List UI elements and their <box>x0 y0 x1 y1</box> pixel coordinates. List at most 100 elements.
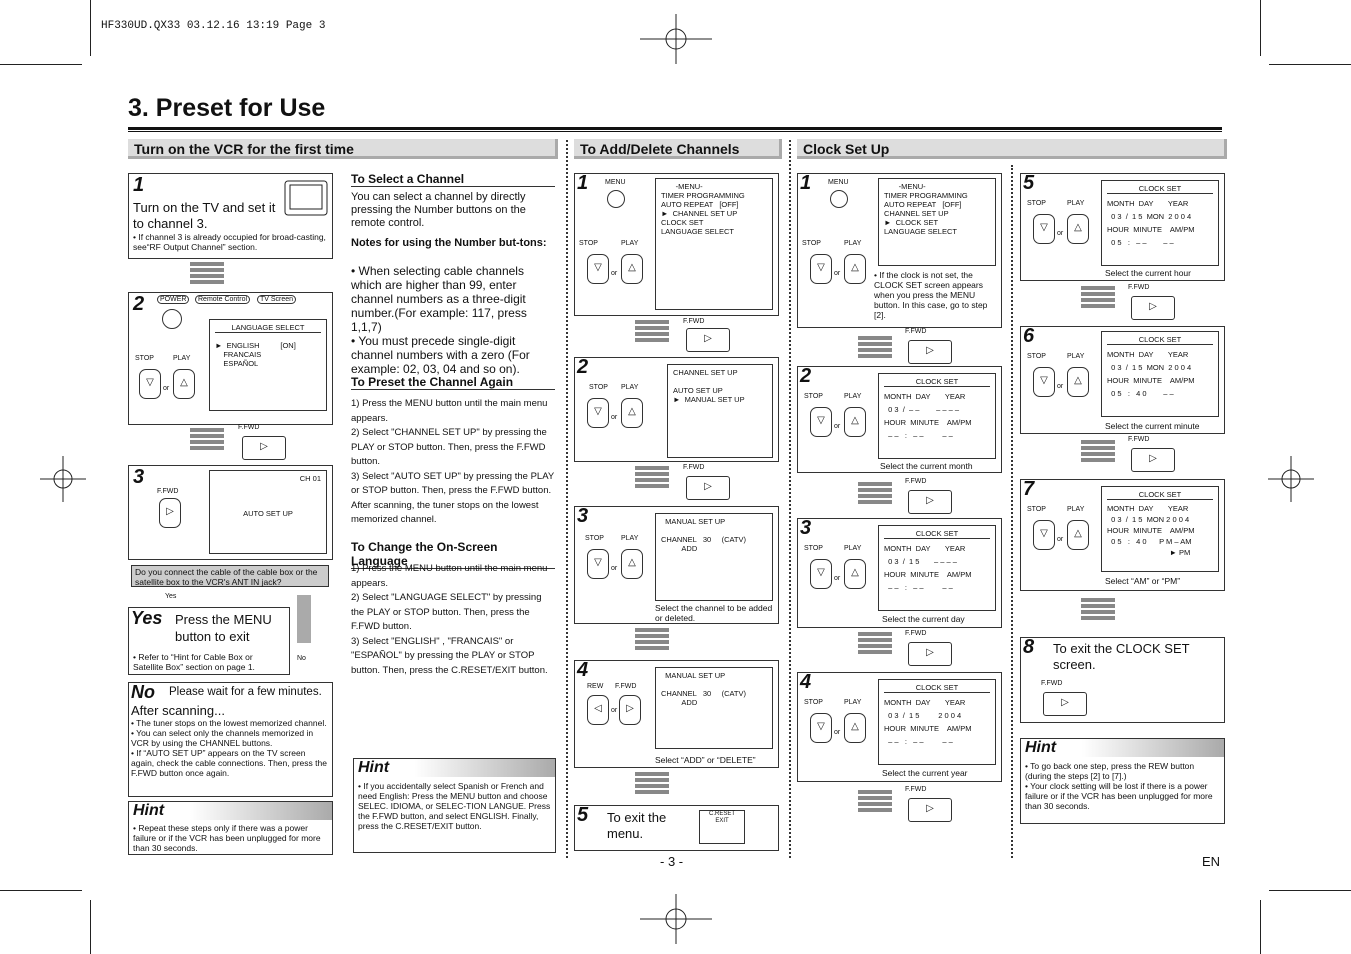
stop-button[interactable]: ▽ <box>587 254 609 284</box>
ffwd-button[interactable]: ▷ <box>686 328 730 352</box>
tv-icon <box>284 180 328 216</box>
step-number: 3 <box>577 505 589 527</box>
language-code: EN <box>1202 854 1221 869</box>
clock-values: MONTH DAY YEAR 0 3 / – – – – – – HOUR MI… <box>884 392 972 440</box>
play-label: PLAY <box>621 535 639 542</box>
stop-button[interactable]: ▽ <box>810 407 832 437</box>
stop-button[interactable]: ▽ <box>139 369 161 399</box>
or-label: or <box>1057 536 1064 543</box>
ffwd-button[interactable]: ▷ <box>686 476 730 500</box>
language-step: 2) Select "LANGUAGE SELECT" by pressing … <box>351 592 542 632</box>
ffwd-label: F.FWD <box>683 464 705 471</box>
hint-panel-language: Hint • If you accidentally select Spanis… <box>353 758 556 853</box>
clock-values: MONTH DAY YEAR 0 3 / 1 5 2 0 0 4 HOUR MI… <box>884 698 972 746</box>
ffwd-button[interactable]: ▷ <box>159 498 181 528</box>
yes-panel: Yes Press the MENU button to exit • Refe… <box>128 607 290 675</box>
screen-title: CLOCK SET <box>1107 335 1213 345</box>
stop-button[interactable]: ▽ <box>1033 520 1055 550</box>
step-text: To exit the CLOCK SET screen. <box>1053 641 1190 672</box>
add-step-3-panel: 3 STOP PLAY ▽ or △ MANUAL SET UP CHANNEL… <box>574 505 779 624</box>
no-panel: No Please wait for a few minutes. After … <box>128 682 333 797</box>
stop-button[interactable]: ▽ <box>810 713 832 743</box>
rew-button[interactable]: ◁ <box>587 695 609 725</box>
screen-text: AUTO SET UP <box>243 509 293 518</box>
play-button[interactable]: △ <box>1067 214 1089 244</box>
heading-change-language: To Change the On-Screen Language <box>351 540 555 569</box>
stop-label: STOP <box>589 384 608 391</box>
stop-button[interactable]: ▽ <box>1033 367 1055 397</box>
ffwd-button[interactable]: ▷ <box>1043 692 1087 716</box>
stop-label: STOP <box>1027 200 1046 207</box>
play-button[interactable]: △ <box>621 254 643 284</box>
or-label: or <box>611 565 618 572</box>
ffwd-button[interactable]: ▷ <box>908 642 952 666</box>
step-caption: Select “AM” or “PM” <box>1105 576 1181 586</box>
step-caption: Select the current hour <box>1105 268 1191 278</box>
section-heading-turn-on: Turn on the VCR for the first time <box>128 139 558 159</box>
play-button[interactable]: △ <box>844 254 866 284</box>
ffwd-button[interactable]: ▷ <box>908 340 952 364</box>
add-step-5-panel: 5 To exit the menu. C.RESET EXIT <box>574 804 779 851</box>
tv-screen-label: TV Screen <box>257 295 297 304</box>
ffwd-button[interactable]: ▷ <box>1131 448 1175 472</box>
stop-button[interactable]: ▽ <box>810 254 832 284</box>
stop-button[interactable]: ▽ <box>587 549 609 579</box>
section-heading-clock: Clock Set Up <box>797 139 1227 159</box>
hint-heading: Hint <box>354 759 555 777</box>
ffwd-button[interactable]: ▷ <box>619 695 641 725</box>
clock-values: MONTH DAY YEAR 0 3 / 1 5 MON 2 0 0 4 HOU… <box>1107 504 1195 557</box>
stop-button[interactable]: ▽ <box>587 398 609 428</box>
or-label: or <box>163 385 170 392</box>
screen-menu: ► ENGLISH [ON] FRANCAIS ESPAÑOL <box>215 341 296 368</box>
stop-label: STOP <box>804 545 823 552</box>
add-step-2-panel: 2 STOP PLAY ▽ or △ CHANNEL SET UP AUTO S… <box>574 356 779 462</box>
screen-title: CLOCK SET <box>884 683 990 693</box>
ffwd-button[interactable]: ▷ <box>242 436 286 460</box>
clock-set-screen: CLOCK SET MONTH DAY YEAR 0 3 / 1 5 2 0 0 … <box>878 679 996 765</box>
play-button[interactable]: △ <box>1067 520 1089 550</box>
preset-step: 1) Press the MENU button until the main … <box>351 398 548 424</box>
note-item: • If “AUTO SET UP” appears on the TV scr… <box>131 748 327 778</box>
stop-label: STOP <box>579 240 598 247</box>
creset-exit-button[interactable]: C.RESET EXIT <box>699 810 745 844</box>
or-label: or <box>611 707 618 714</box>
ffwd-button[interactable]: ▷ <box>908 798 952 822</box>
menu-button[interactable] <box>607 190 625 208</box>
screen-title: LANGUAGE SELECT <box>215 323 321 333</box>
down-arrow-icon <box>858 336 892 360</box>
clock-values: MONTH DAY YEAR 0 3 / 1 5 – – – – HOUR MI… <box>884 544 972 592</box>
play-button[interactable]: △ <box>621 398 643 428</box>
play-button[interactable]: △ <box>621 549 643 579</box>
play-button[interactable]: △ <box>1067 367 1089 397</box>
play-button[interactable]: △ <box>844 713 866 743</box>
ffwd-label: F.FWD <box>905 786 927 793</box>
stop-button[interactable]: ▽ <box>1033 214 1055 244</box>
step-caption: Select the channel to be added or delete… <box>655 603 773 623</box>
note-item: • You must precede single-digit channel … <box>351 334 530 376</box>
rew-label: REW <box>587 683 604 690</box>
stop-label: STOP <box>802 240 821 247</box>
step-number: 3 <box>800 517 812 539</box>
power-button[interactable] <box>162 309 182 329</box>
crop-mark <box>1260 900 1261 954</box>
play-button[interactable]: △ <box>844 407 866 437</box>
menu-button[interactable] <box>830 190 848 208</box>
play-button[interactable]: △ <box>844 559 866 589</box>
step-2-panel: 2 POWER Remote Control TV Screen STOP PL… <box>128 292 333 425</box>
number-notes: • When selecting cable channels which ar… <box>351 264 556 376</box>
down-arrow-icon <box>635 772 669 796</box>
stop-label: STOP <box>1027 353 1046 360</box>
or-label: or <box>611 414 618 421</box>
stop-button[interactable]: ▽ <box>810 559 832 589</box>
or-label: or <box>834 575 841 582</box>
ffwd-button[interactable]: ▷ <box>1131 296 1175 320</box>
registration-mark-icon <box>640 14 712 64</box>
play-button[interactable]: △ <box>173 369 195 399</box>
clock-step-1-panel: 1 MENU STOP PLAY ▽ or △ -MENU- TIMER PRO… <box>797 172 1002 328</box>
ffwd-button[interactable]: ▷ <box>908 490 952 514</box>
